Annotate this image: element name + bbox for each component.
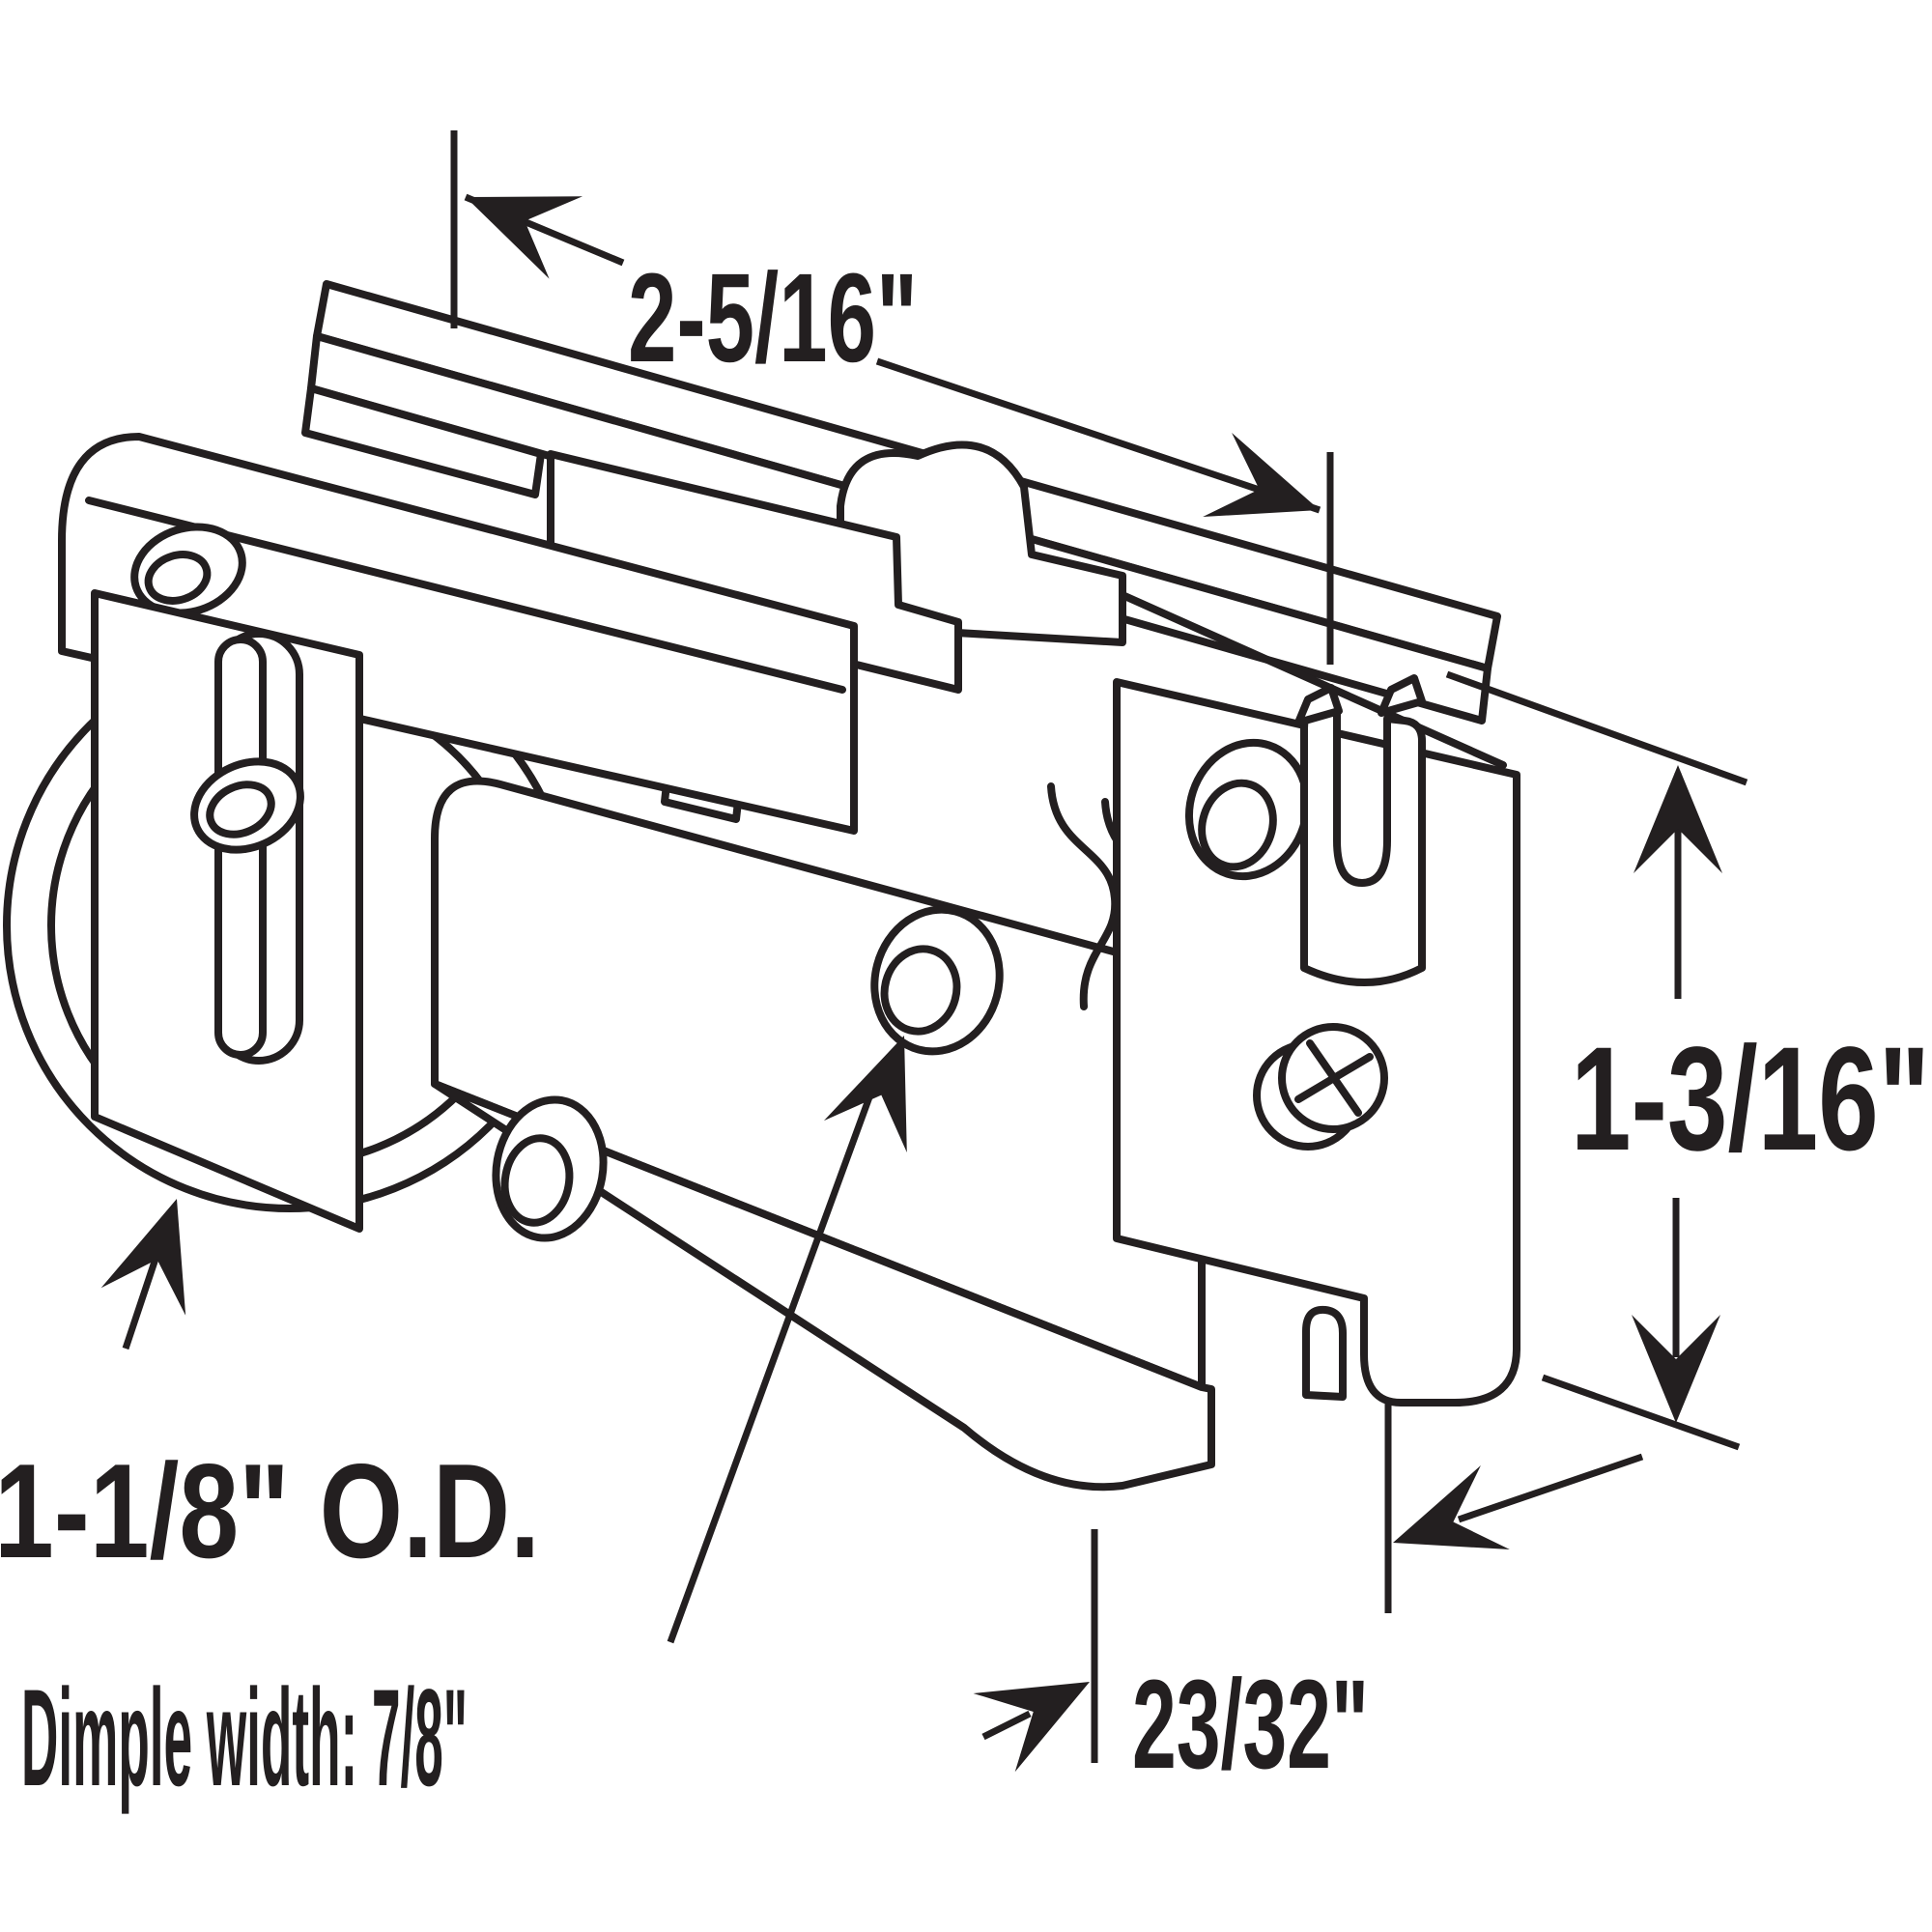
arrowhead-icon <box>100 1184 219 1316</box>
label-bottom-depth: 23/32" <box>1132 1653 1369 1795</box>
phillips-screw <box>1253 1023 1388 1151</box>
dimple-features <box>492 905 1004 1242</box>
dimension-top-width <box>448 130 1334 665</box>
dimension-labels: 2-5/16" 1-3/16" 23/32" 1-1/8" O.D. Dimpl… <box>0 246 1930 1815</box>
label-roller-od: 1-1/8" O.D. <box>0 1436 540 1586</box>
leader-dimple-width <box>667 1019 946 1644</box>
arrowhead-icon <box>448 156 583 279</box>
extension-edge-bottom <box>1541 1374 1741 1451</box>
leader-roller-od <box>100 1184 219 1350</box>
label-dimple-width: Dimple width: 7/8" <box>21 1662 468 1815</box>
channel-saddle <box>837 440 1126 646</box>
dimension-bottom-depth <box>973 1399 1644 1773</box>
arrowhead-icon <box>1203 433 1334 553</box>
head-block <box>58 433 858 835</box>
label-right-height: 1-3/16" <box>1571 1016 1930 1181</box>
bottom-notch-tab <box>1302 1305 1347 1401</box>
wheel-bracket-plate <box>91 589 363 1233</box>
arrowhead-icon <box>1378 1465 1510 1585</box>
label-top-width: 2-5/16" <box>628 246 918 388</box>
right-bracket <box>1113 674 1520 1406</box>
dimension-right-height <box>1445 670 1748 1451</box>
extension-edge-top <box>1445 670 1748 786</box>
arrowhead-icon <box>973 1642 1111 1773</box>
